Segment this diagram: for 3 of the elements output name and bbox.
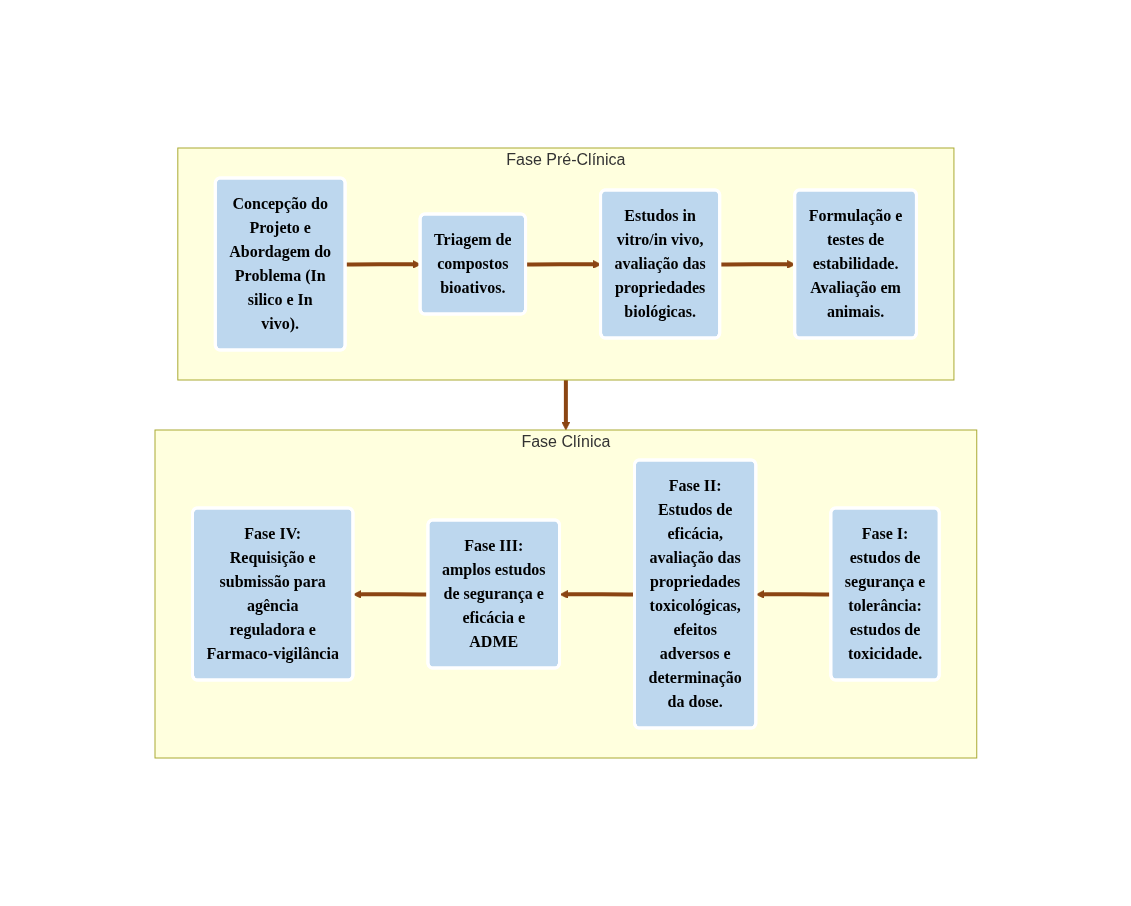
arrow	[559, 590, 635, 599]
arrow	[561, 380, 570, 431]
arrow	[755, 590, 831, 599]
